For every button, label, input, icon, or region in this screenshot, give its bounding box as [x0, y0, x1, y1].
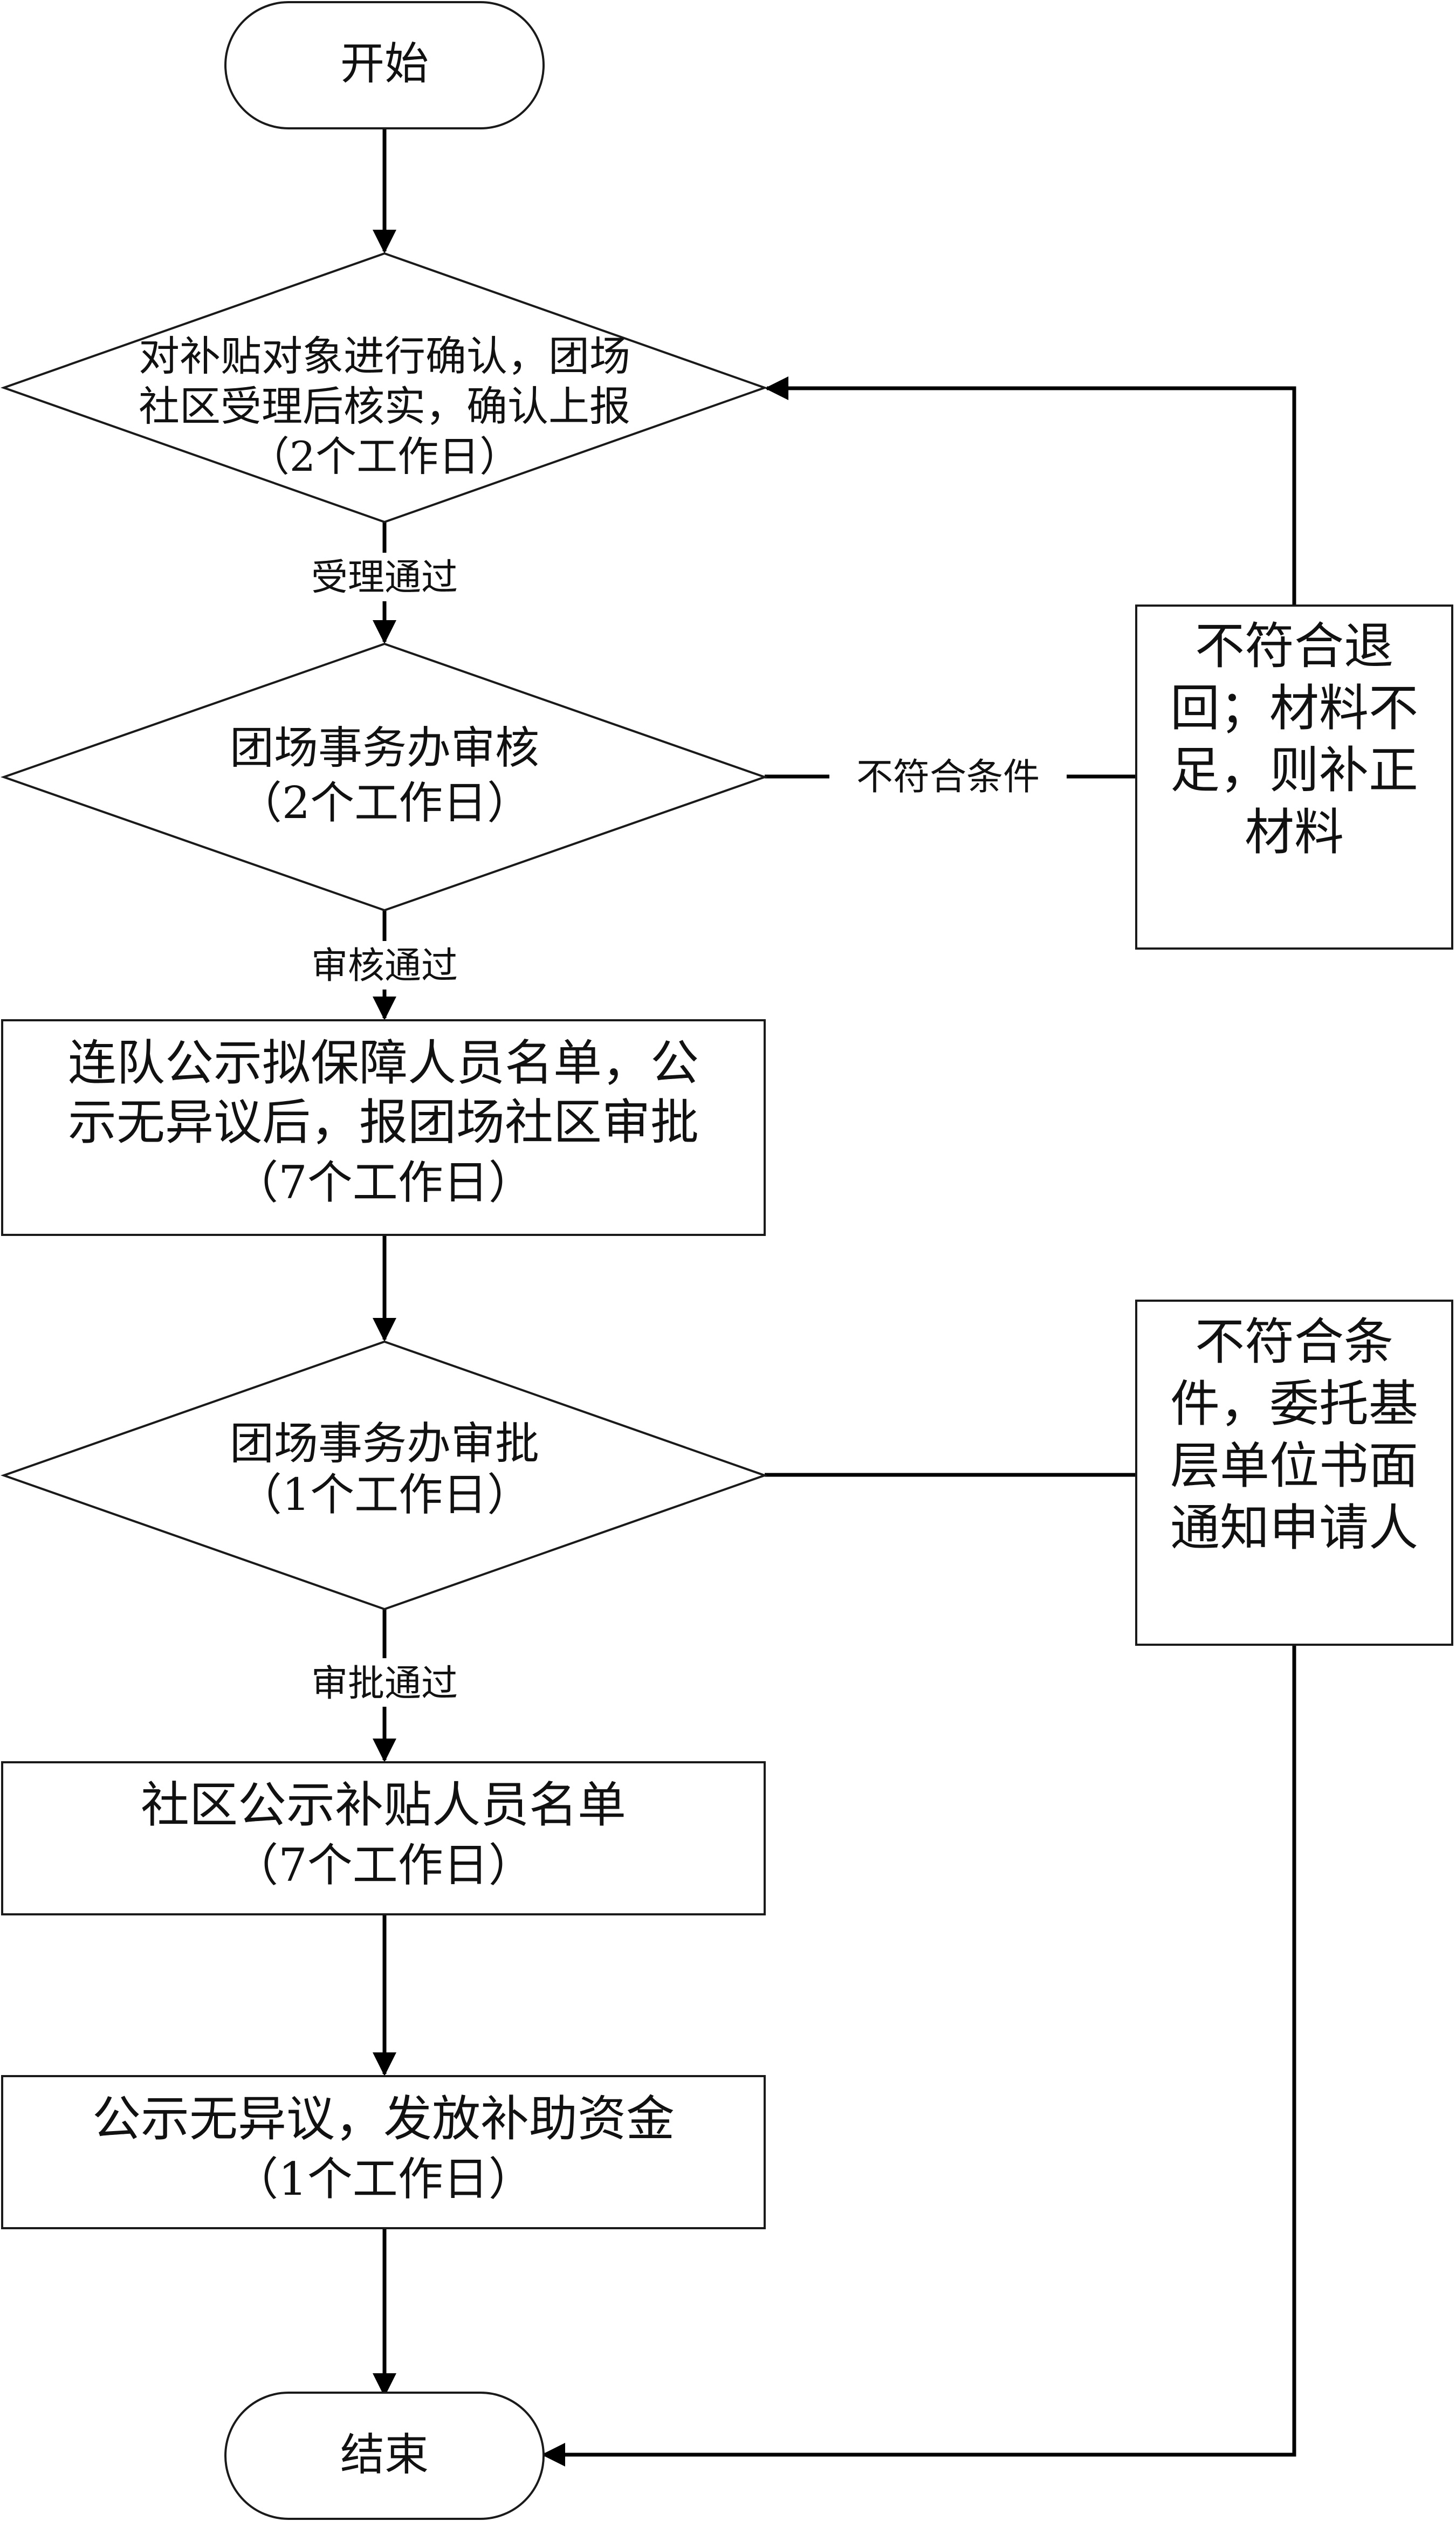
written-notice-box	[1135, 1300, 1453, 1646]
fund-payout-line-2: （1个工作日）	[233, 2153, 533, 2206]
label-accepted: 受理通过	[311, 557, 458, 599]
written-notice-line-1: 不符合条	[1195, 1313, 1393, 1371]
decision-office-review-line-2: （2个工作日）	[238, 778, 531, 829]
return-materials-line-3: 足，则补正	[1170, 741, 1418, 799]
return-materials-line-1: 不符合退	[1195, 617, 1393, 675]
end-label: 结束	[340, 2429, 429, 2481]
decision-confirm-eligibility-line-1: 对补贴对象进行确认，团场	[139, 332, 630, 380]
start-label: 开始	[340, 38, 429, 90]
company-publicity-line-3: （7个工作日）	[233, 1156, 533, 1209]
arrow-return-box-to-check	[765, 376, 1296, 606]
fund-payout-box	[1, 2075, 766, 2229]
label-accepted-bg	[291, 553, 478, 601]
community-publicity-line-1: 社区公示补贴人员名单	[141, 1777, 626, 1833]
label-review-passed: 审核通过	[311, 945, 458, 987]
label-not-eligible: 不符合条件	[856, 756, 1040, 799]
decision-office-approval-line-1: 团场事务办审批	[230, 1418, 539, 1469]
label-review-passed-bg	[291, 941, 478, 990]
arrow-notice-box-to-end	[541, 1645, 1296, 2467]
written-notice-line-2: 件，委托基	[1170, 1375, 1418, 1433]
return-materials-line-4: 材料	[1245, 803, 1344, 861]
end-terminal	[224, 2392, 545, 2520]
label-approval-passed-bg	[291, 1658, 478, 1707]
decision-office-review-line-1: 团场事务办审核	[230, 723, 539, 774]
company-publicity-box	[1, 1019, 766, 1236]
written-notice-line-4: 通知申请人	[1170, 1499, 1418, 1557]
decision-confirm-eligibility-line-3: （2个工作日）	[249, 432, 520, 480]
decision-office-approval	[0, 1340, 768, 1611]
decision-confirm-eligibility	[0, 252, 768, 524]
fund-payout-line-1: 公示无异议，发放补助资金	[92, 2091, 675, 2147]
label-approval-passed: 审批通过	[311, 1663, 458, 1705]
community-publicity-line-2: （7个工作日）	[233, 1839, 533, 1892]
start-terminal	[224, 1, 545, 129]
decision-confirm-eligibility-line-2: 社区受理后核实，确认上报	[139, 382, 630, 430]
return-materials-line-2: 回；材料不	[1170, 679, 1418, 737]
return-materials-box	[1135, 605, 1453, 950]
company-publicity-line-2: 示无异议后，报团场社区审批	[68, 1094, 699, 1151]
company-publicity-line-1: 连队公示拟保障人员名单，公	[68, 1035, 699, 1091]
label-not-eligible-bg	[829, 754, 1067, 799]
written-notice-line-3: 层单位书面	[1170, 1437, 1418, 1495]
decision-office-approval-line-2: （1个工作日）	[238, 1469, 531, 1521]
community-publicity-box	[1, 1761, 766, 1915]
decision-office-review	[0, 642, 768, 912]
